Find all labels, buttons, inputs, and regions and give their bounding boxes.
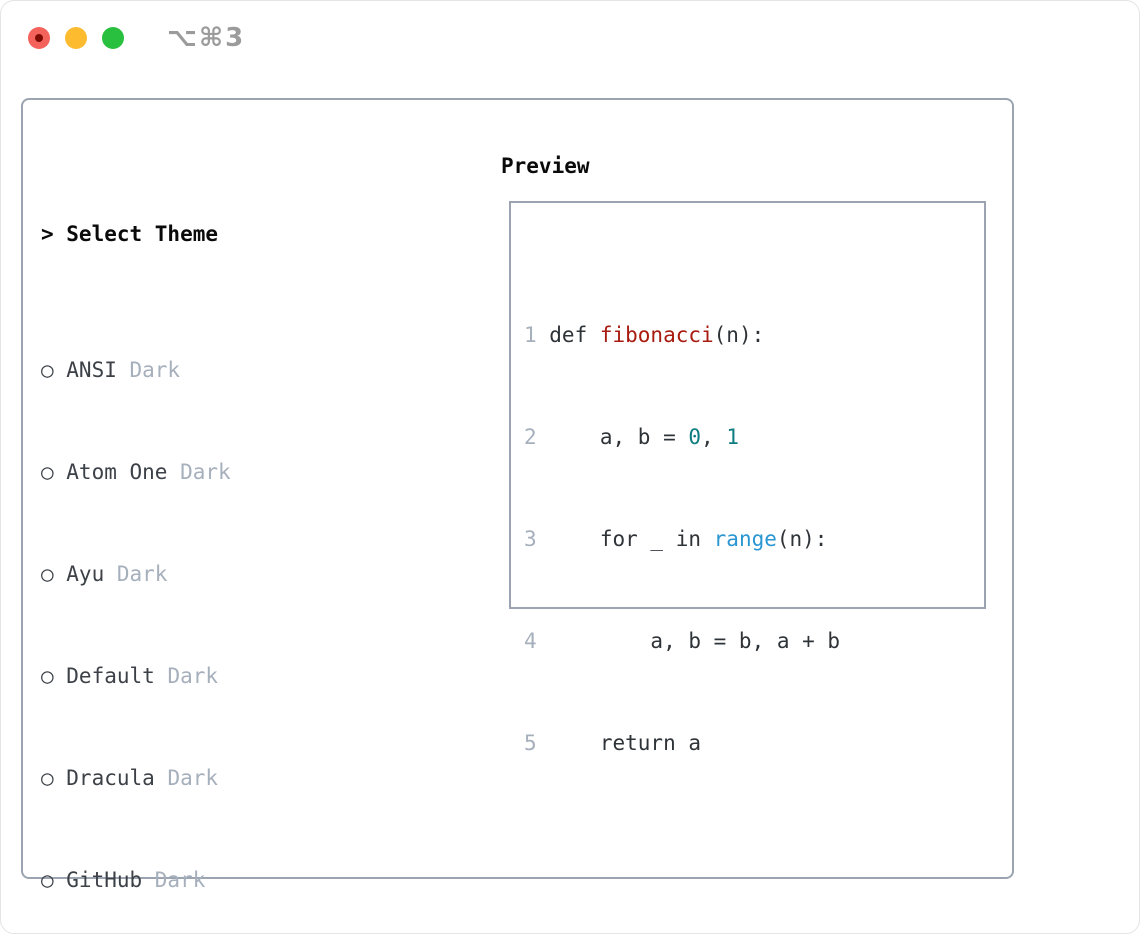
theme-variant: Dark [154,868,206,892]
select-theme-header: > Select Theme [41,217,395,251]
theme-name: Atom One [66,460,168,484]
line-number: 3 [524,527,537,551]
radio-icon: ○ [41,562,54,586]
radio-icon: ○ [41,766,54,790]
function-name-token: fibonacci [599,323,714,347]
line-number: 2 [524,425,537,449]
builtin-call-token: range [713,527,777,551]
code-token: def [549,323,600,347]
line-number: 5 [524,731,537,755]
theme-option-atom-one-dark[interactable]: ○ Atom One Dark [41,455,395,489]
radio-icon: ○ [41,358,54,382]
radio-icon: ○ [41,460,54,484]
code-token: , [701,425,727,449]
theme-option-dracula-dark[interactable]: ○ Dracula Dark [41,761,395,795]
radio-icon: ○ [41,868,54,892]
code-token: (n): [776,527,828,551]
window-title: ⌥⌘3 [167,23,246,53]
theme-variant: Dark [167,664,219,688]
radio-icon: ○ [41,664,54,688]
code-token: for _ in [549,527,714,551]
code-line: 3 for _ in range(n): [524,522,984,556]
number-literal-token: 1 [726,425,739,449]
code-token: return a [549,731,701,755]
theme-name: GitHub [66,868,143,892]
theme-variant: Dark [167,766,219,790]
titlebar: ⌥⌘3 [28,23,245,53]
section-title: Select Theme [66,222,218,246]
code-token: a, b = b, a + b [549,629,841,653]
code-token: (n): [713,323,765,347]
theme-option-ansi-dark[interactable]: ○ ANSI Dark [41,353,395,387]
theme-variant: Dark [129,358,181,382]
theme-name: Dracula [66,766,155,790]
code-token: a, b = [549,425,689,449]
theme-name: ANSI [66,358,117,382]
code-line: 5 return a [524,726,984,760]
code-line: 2 a, b = 0, 1 [524,420,984,454]
line-number: 1 [524,323,537,347]
minimize-button-icon[interactable] [65,27,87,49]
theme-variant: Dark [116,562,168,586]
theme-variant: Dark [180,460,231,484]
preview-title: Preview [501,154,590,178]
line-number: 4 [524,629,537,653]
code-line: 1 def fibonacci(n): [524,318,984,352]
theme-option-ayu-dark[interactable]: ○ Ayu Dark [41,557,395,591]
code-line: 4 a, b = b, a + b [524,624,984,658]
theme-name: Ayu [66,562,105,586]
blank-line [524,862,984,896]
close-button-icon[interactable] [28,27,50,49]
theme-name: Default [66,664,155,688]
theme-option-github-dark[interactable]: ○ GitHub Dark [41,863,395,897]
zoom-button-icon[interactable] [102,27,124,49]
number-literal-token: 0 [688,425,702,449]
theme-option-default-dark[interactable]: ○ Default Dark [41,659,395,693]
focus-cursor-icon: > [41,222,54,246]
